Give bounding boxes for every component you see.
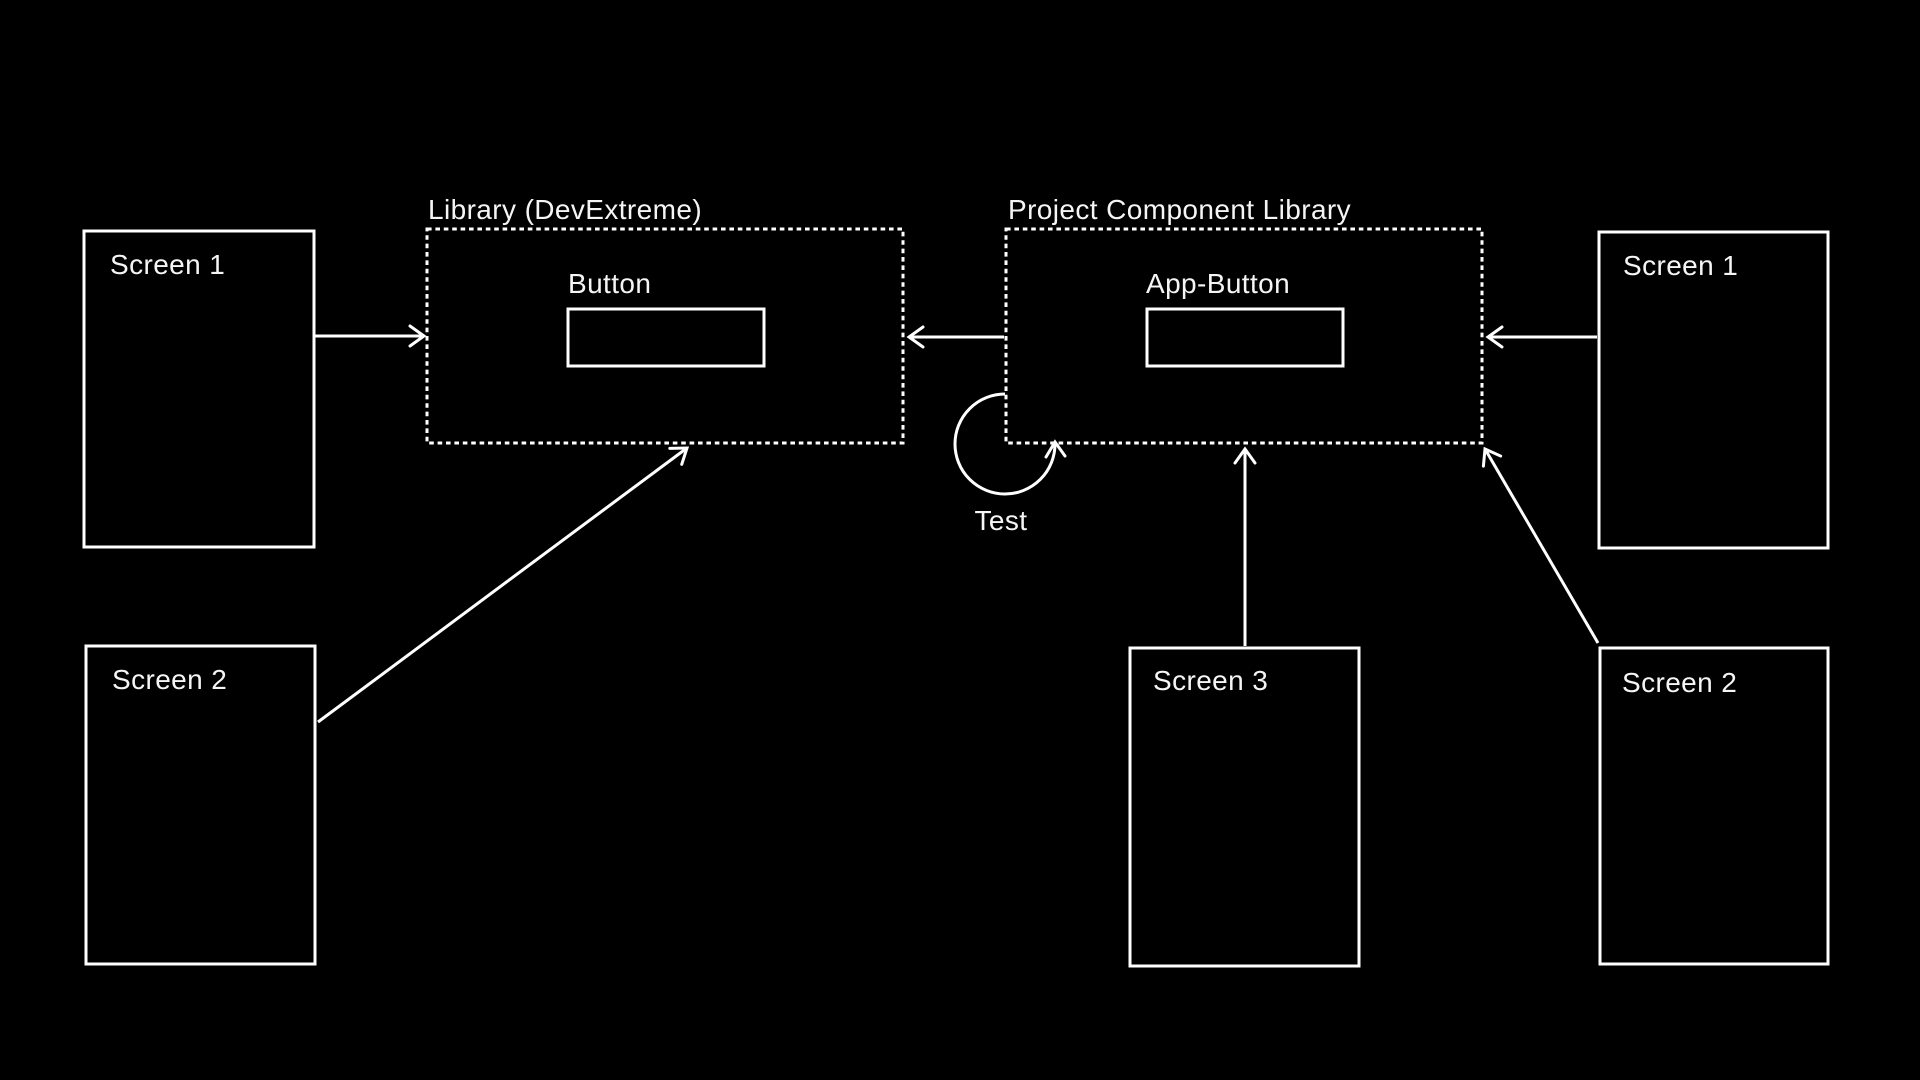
right-screen-2-box [1598, 646, 1830, 966]
library-frame-title: Library (DevExtreme) [428, 194, 703, 225]
library-frame [425, 227, 905, 445]
left-screen-1-box [82, 229, 316, 549]
button-rect [566, 307, 766, 368]
test-loop-arc [953, 392, 1057, 496]
button-label: Button [568, 268, 652, 299]
right-screen-2-label: Screen 2 [1622, 667, 1738, 698]
left-screen-2-label: Screen 2 [112, 664, 228, 695]
arrow-left-screen2-to-library [317, 446, 690, 724]
left-screen-1-label: Screen 1 [110, 249, 226, 280]
test-loop-arrowhead [1044, 439, 1067, 459]
screen-3-box [1128, 646, 1361, 968]
right-screen-1-box [1597, 230, 1830, 550]
app-button-rect [1145, 307, 1345, 368]
left-screen-2-box [84, 644, 317, 966]
app-button-label: App-Button [1146, 268, 1291, 299]
screen-3-label: Screen 3 [1153, 665, 1269, 696]
test-loop-label: Test [974, 505, 1028, 536]
arrow-right-screen2-to-project [1481, 446, 1600, 644]
right-screen-1-label: Screen 1 [1623, 250, 1739, 281]
project-frame-title: Project Component Library [1008, 194, 1352, 225]
project-frame [1004, 227, 1484, 445]
